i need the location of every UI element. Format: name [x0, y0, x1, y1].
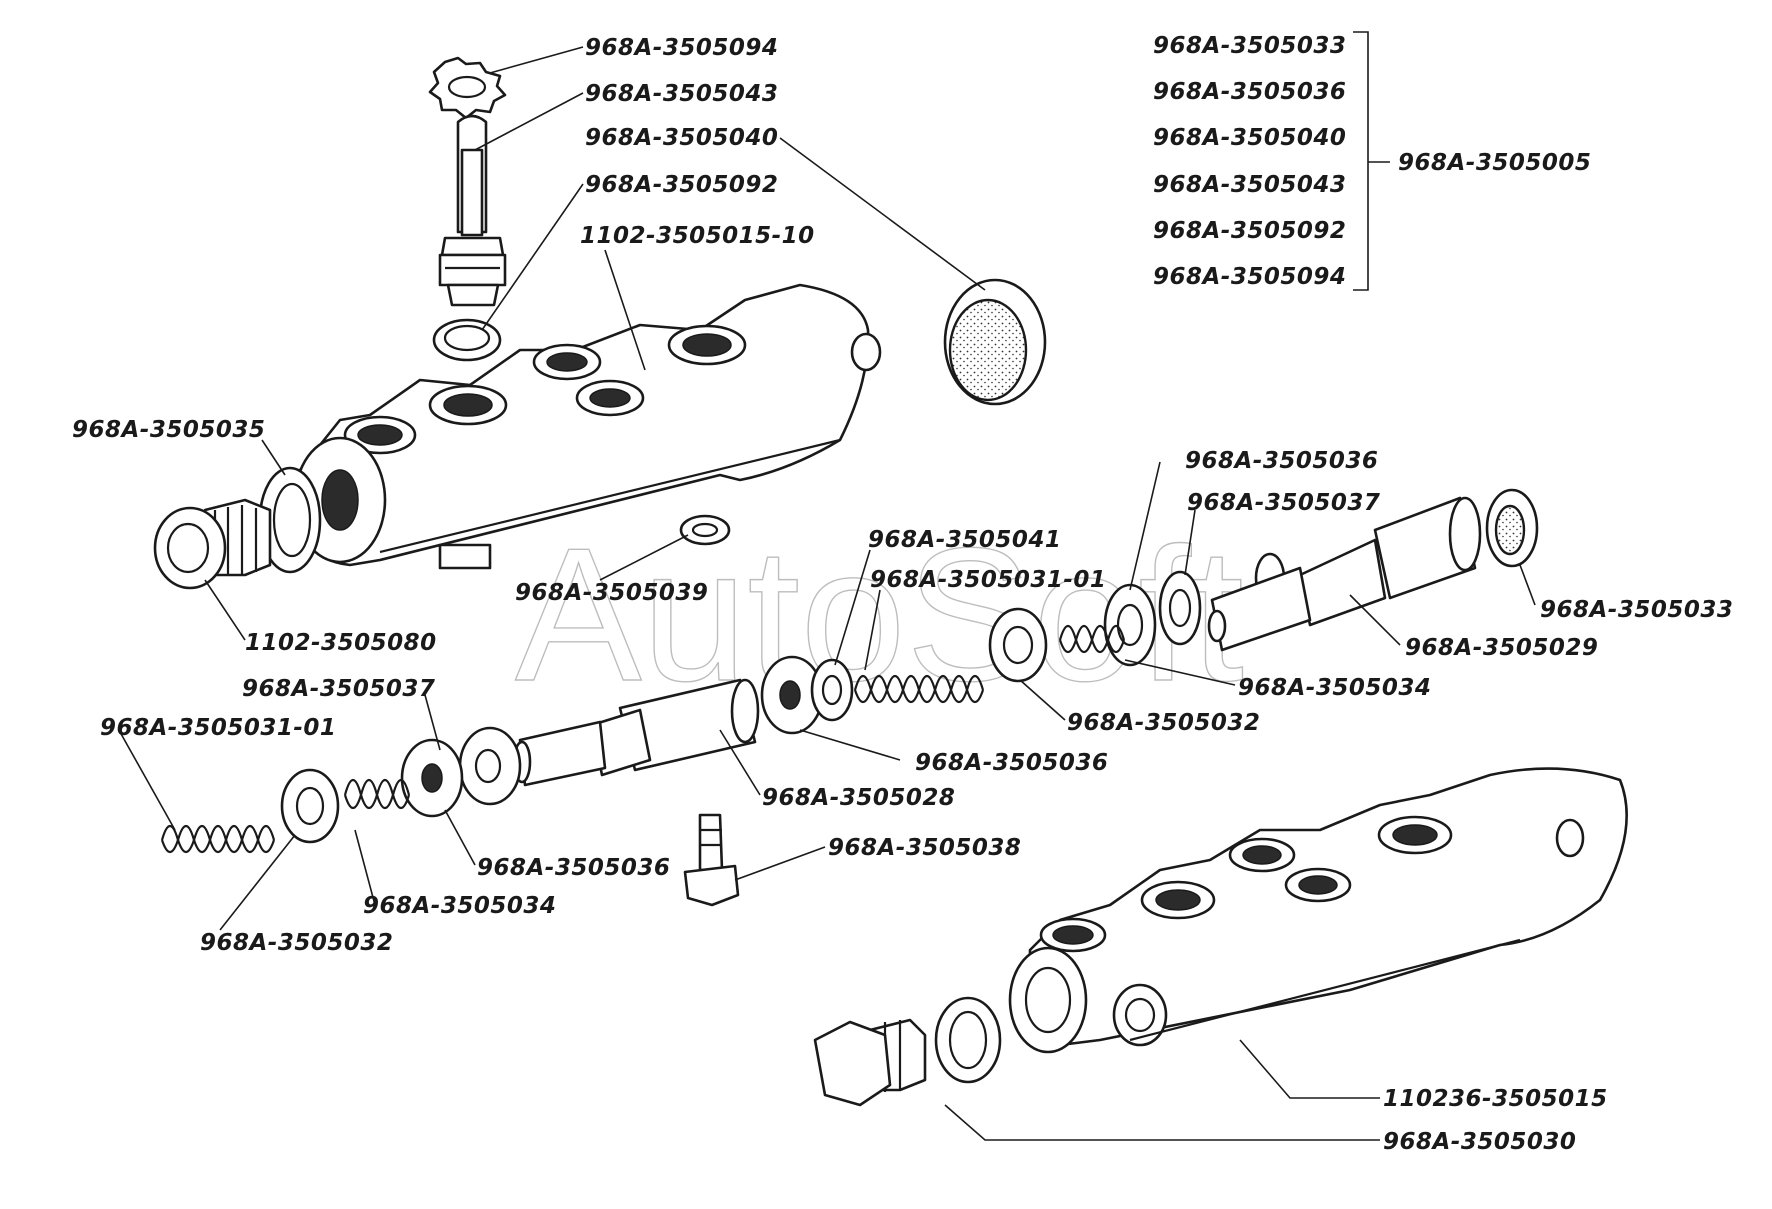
label-968a-3505043-top: 968A-3505043	[585, 81, 778, 107]
label-968a-3505037-left: 968A-3505037	[242, 676, 435, 702]
gasket-035	[258, 466, 322, 574]
right-piston-assembly	[1103, 488, 1539, 667]
label-968a-3505033-right: 968A-3505033	[1540, 597, 1733, 623]
label-968a-3505038: 968A-3505038	[828, 835, 1021, 861]
middle-retainers	[760, 607, 1048, 735]
label-968a-3505034-left: 968A-3505034	[363, 893, 556, 919]
lower-housing	[1008, 767, 1628, 1054]
leader-lines	[119, 46, 1536, 1141]
label-968a-3505092-top: 968A-3505092	[585, 172, 778, 198]
kit-item-3: 968A-3505040	[1153, 125, 1346, 151]
label-1102-3505015-10: 1102-3505015-10	[580, 223, 815, 249]
kit-item-4: 968A-3505043	[1153, 172, 1346, 198]
kit-item-2: 968A-3505036	[1153, 79, 1346, 105]
label-968a-3505034-right: 968A-3505034	[1238, 675, 1431, 701]
label-968a-3505032-right: 968A-3505032	[1067, 710, 1260, 736]
label-968a-3505031-01-left: 968A-3505031-01	[100, 715, 336, 741]
kit-item-1: 968A-3505033	[1153, 33, 1346, 59]
plug-left	[153, 498, 272, 590]
spring-left	[160, 768, 411, 854]
bolt-038	[683, 813, 740, 907]
upper-housing	[293, 283, 882, 570]
label-110236-3505015: 110236-3505015	[1383, 1086, 1608, 1112]
label-968a-3505035: 968A-3505035	[72, 417, 265, 443]
valve-stem	[438, 114, 507, 307]
kit-item-6: 968A-3505094	[1153, 264, 1346, 290]
label-968a-3505036-right: 968A-3505036	[1185, 448, 1378, 474]
label-1102-3505080: 1102-3505080	[245, 630, 437, 656]
sealing-ring-top	[432, 318, 502, 362]
label-968a-3505036-middle: 968A-3505036	[915, 750, 1108, 776]
label-968a-3505032-left: 968A-3505032	[200, 930, 393, 956]
label-968a-3505040-top: 968A-3505040	[585, 125, 778, 151]
plug-gasket-030	[813, 996, 1002, 1107]
label-968a-3505037-right: 968A-3505037	[1187, 490, 1380, 516]
label-968a-3505039: 968A-3505039	[515, 580, 708, 606]
spring-right	[853, 624, 1126, 704]
kit-assembly-label: 968A-3505005	[1398, 150, 1591, 176]
cap	[943, 278, 1047, 406]
label-968a-3505094-top: 968A-3505094	[585, 35, 778, 61]
label-968a-3505028: 968A-3505028	[762, 785, 955, 811]
label-968a-3505031-01-right: 968A-3505031-01	[870, 567, 1106, 593]
kit-item-5: 968A-3505092	[1153, 218, 1346, 244]
middle-piston	[400, 678, 760, 818]
kit-bracket	[1353, 31, 1390, 291]
label-968a-3505029: 968A-3505029	[1405, 635, 1598, 661]
label-968a-3505036-left: 968A-3505036	[477, 855, 670, 881]
label-968a-3505041: 968A-3505041	[868, 527, 1061, 553]
washer-039	[679, 514, 731, 546]
star-lock-washer	[428, 56, 507, 120]
label-968a-3505030: 968A-3505030	[1383, 1129, 1576, 1155]
